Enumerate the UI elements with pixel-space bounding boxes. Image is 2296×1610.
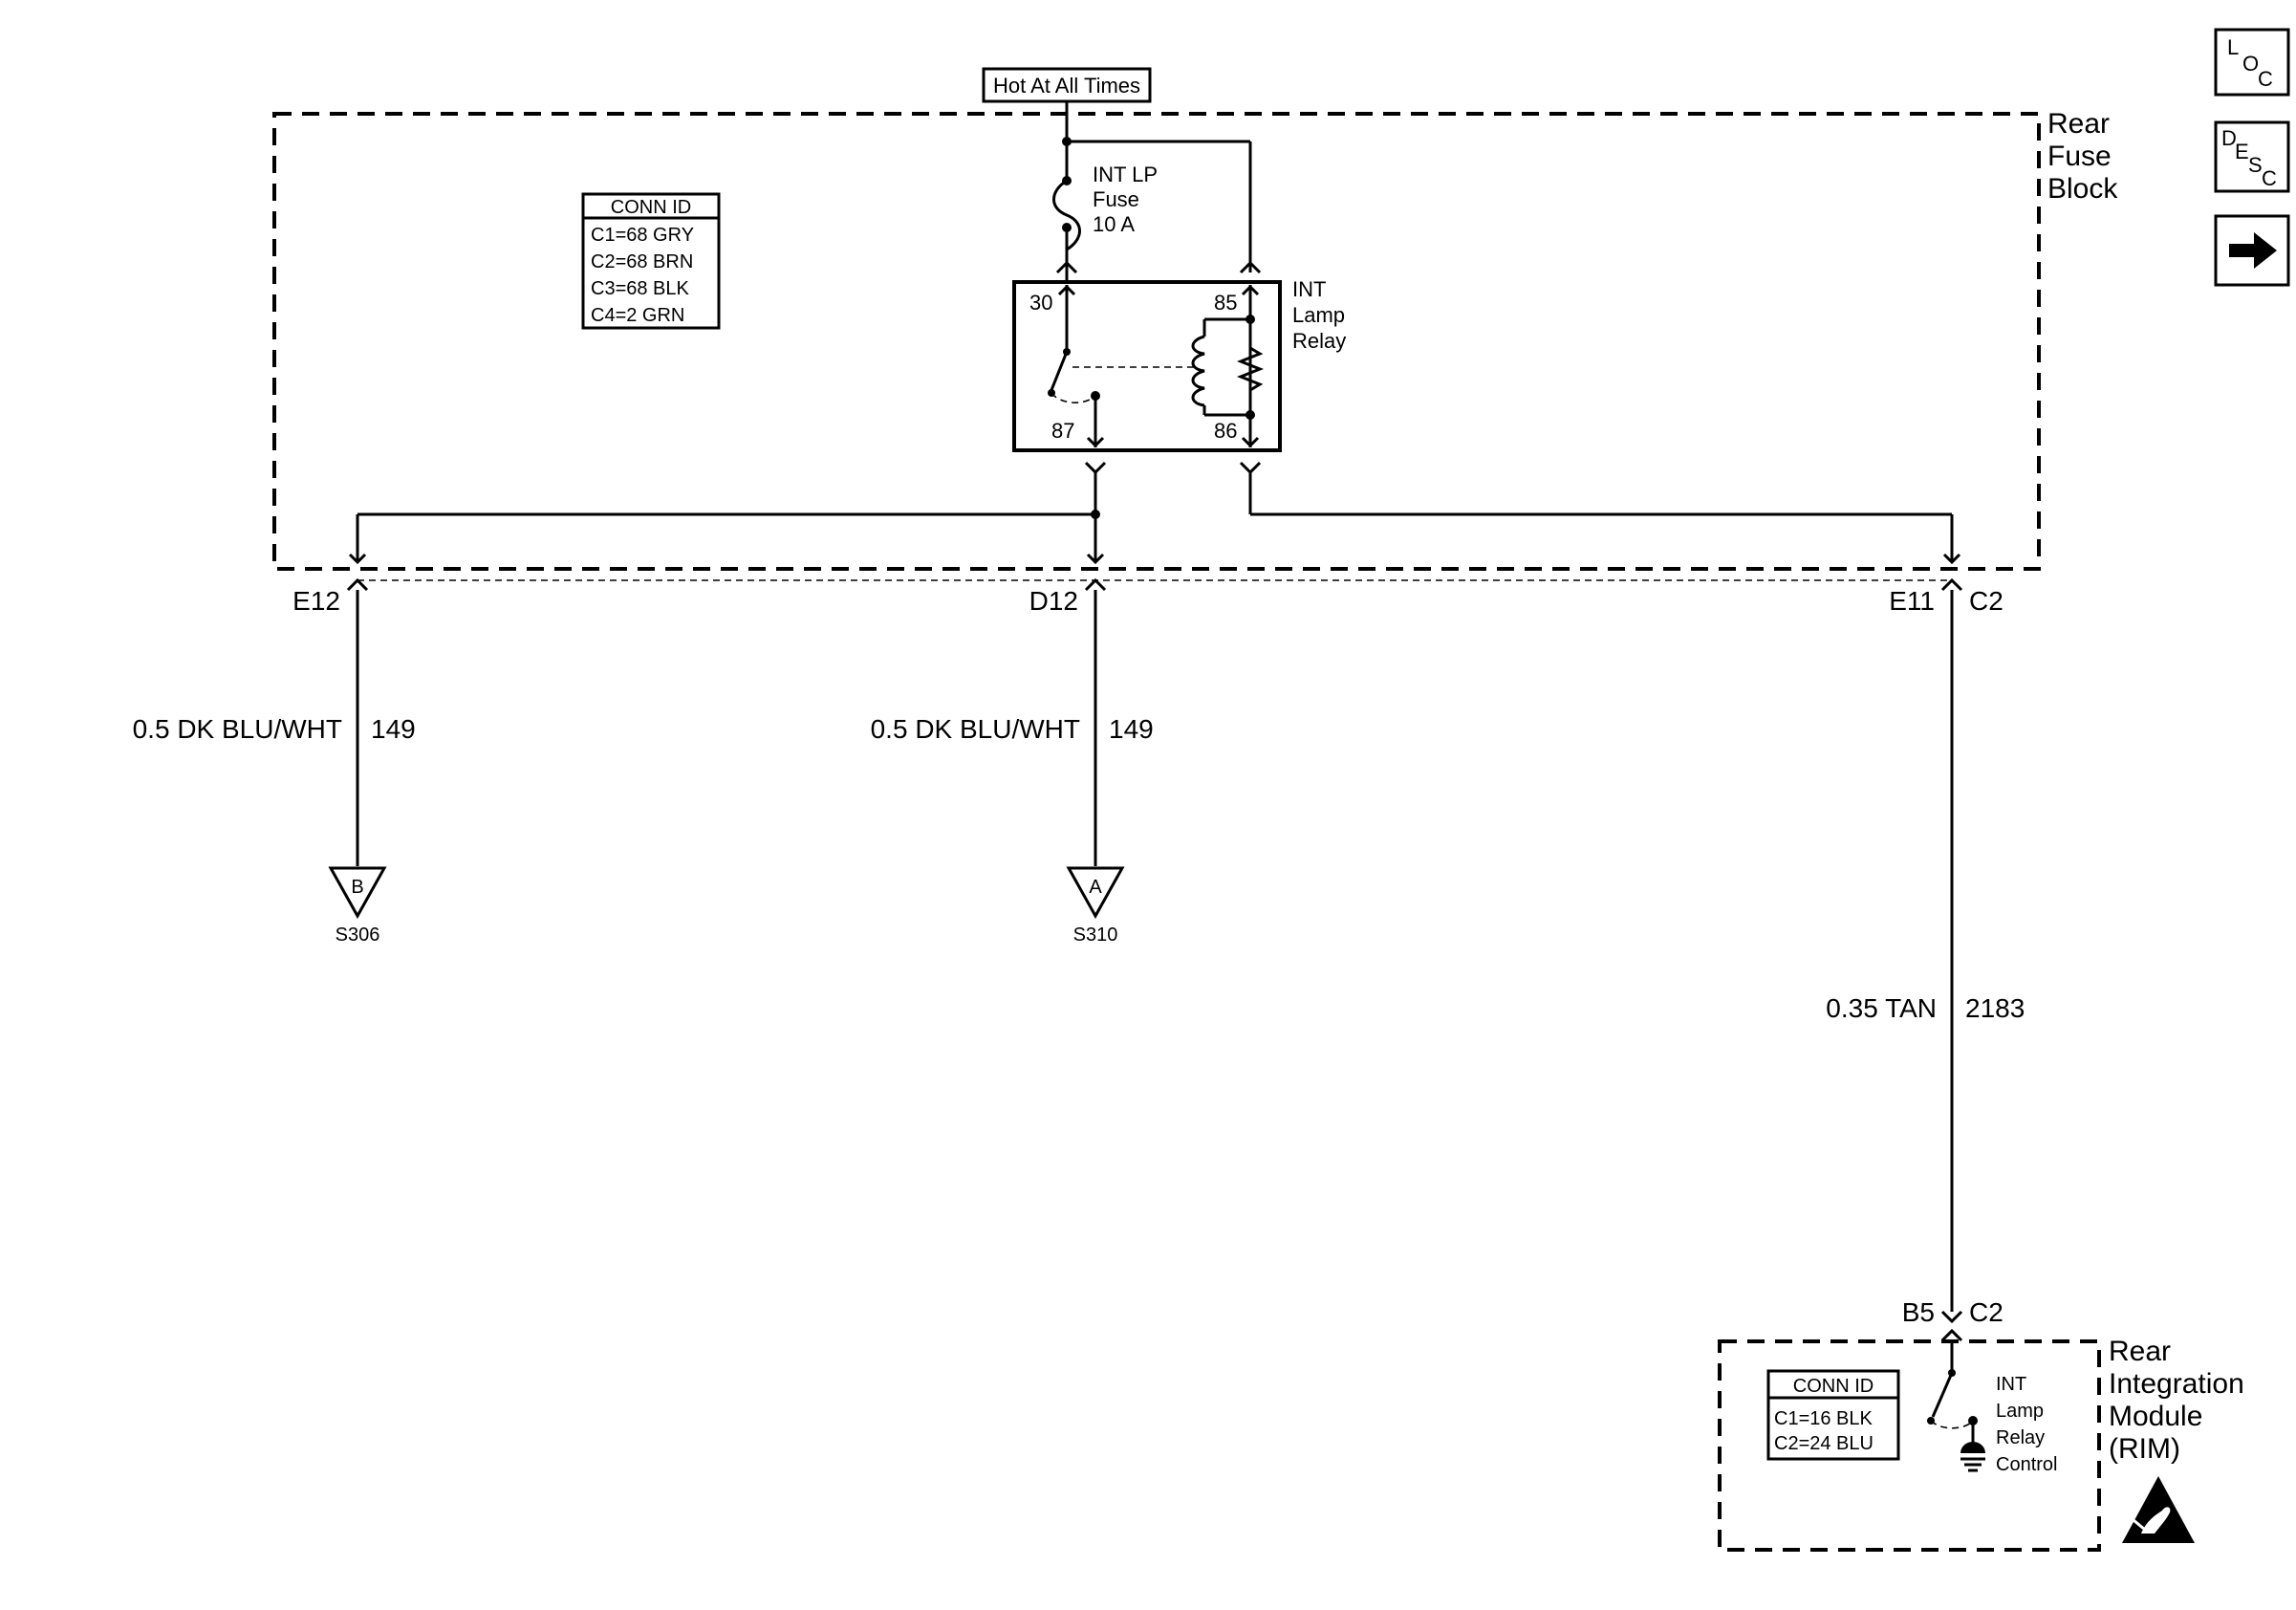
- next-button[interactable]: [2214, 214, 2290, 287]
- svg-text:Integration: Integration: [2109, 1368, 2244, 1400]
- splice-s310[interactable]: A S310: [1066, 866, 1125, 946]
- wire-circuit-label: 149: [371, 714, 416, 744]
- svg-text:D: D: [2221, 126, 2237, 150]
- svg-text:10 A: 10 A: [1093, 212, 1135, 236]
- right-arrow-icon: [2229, 232, 2277, 269]
- conn-id-title: CONN ID: [611, 197, 691, 218]
- svg-text:INT LP: INT LP: [1093, 163, 1158, 186]
- loc-button[interactable]: L O C: [2214, 28, 2290, 97]
- rear-fuse-block-name: Rear Fuse Block: [2047, 108, 2118, 205]
- connector-e12-label: E12: [292, 586, 340, 616]
- conn-id-title: CONN ID: [1793, 1376, 1874, 1397]
- svg-text:Fuse: Fuse: [2047, 141, 2112, 172]
- conn-id-row: C2=24 BLU: [1774, 1433, 1874, 1454]
- svg-text:Relay: Relay: [1996, 1427, 2045, 1448]
- rim-conn-id-table: CONN ID C1=16 BLK C2=24 BLU: [1766, 1369, 1900, 1461]
- conn-id-row: C2=68 BRN: [591, 251, 693, 272]
- relay-pin-85: 85: [1214, 291, 1237, 315]
- wire-149-center: 0.5 DK BLU/WHT 149: [871, 590, 1154, 866]
- rim-connector: B5 C2: [1902, 1297, 2004, 1342]
- hot-at-all-times-box: Hot At All Times: [982, 67, 1152, 103]
- wire-circuit-label: 149: [1109, 714, 1154, 744]
- svg-text:Control: Control: [1996, 1454, 2057, 1475]
- svg-text:Fuse: Fuse: [1093, 187, 1139, 211]
- svg-text:S: S: [2248, 153, 2263, 177]
- splice-id-label: S310: [1073, 925, 1118, 946]
- conn-id-row: C4=2 GRN: [591, 305, 684, 326]
- connector-e11-label: E11: [1889, 586, 1935, 616]
- wire-color-label: 0.5 DK BLU/WHT: [133, 714, 342, 744]
- relay-pin-30: 30: [1029, 291, 1052, 315]
- int-lamp-relay-name: INT Lamp Relay: [1292, 277, 1346, 353]
- connector-d12-label: D12: [1029, 586, 1078, 616]
- rim-relay-control-switch: [1927, 1340, 1985, 1472]
- fuse-block-conn-id-table: CONN ID C1=68 GRY C2=68 BRN C3=68 BLK C4…: [581, 192, 721, 330]
- svg-text:Module: Module: [2109, 1401, 2202, 1432]
- wire-color-label: 0.35 TAN: [1826, 993, 1937, 1023]
- connector-b5-label: B5: [1902, 1297, 1935, 1327]
- int-lamp-relay: 30 85 87 86: [1012, 272, 1282, 452]
- int-lp-fuse: INT LP Fuse 10 A: [1052, 163, 1158, 272]
- relay-input-connectors: [1055, 260, 1262, 274]
- svg-text:C: C: [2262, 166, 2277, 190]
- svg-text:Rear: Rear: [2109, 1336, 2171, 1367]
- relay-pin-86: 86: [1214, 419, 1237, 443]
- rim-control-label: INT Lamp Relay Control: [1996, 1374, 2057, 1475]
- conn-id-row: C1=16 BLK: [1774, 1408, 1874, 1429]
- relay-pin-87: 87: [1051, 419, 1074, 443]
- svg-text:Block: Block: [2047, 173, 2118, 205]
- wire-color-label: 0.5 DK BLU/WHT: [871, 714, 1080, 744]
- conn-id-row: C3=68 BLK: [591, 278, 690, 299]
- fuse-block-connectors: E12 D12 E11 C2: [292, 577, 2004, 616]
- svg-text:Rear: Rear: [2047, 108, 2110, 140]
- conn-id-row: C1=68 GRY: [591, 225, 694, 246]
- svg-text:C: C: [2258, 67, 2273, 91]
- wire-2183: 0.35 TAN 2183: [1826, 590, 2025, 1312]
- wire-149-left: 0.5 DK BLU/WHT 149: [133, 590, 416, 866]
- rim-name: Rear Integration Module (RIM): [2109, 1336, 2244, 1465]
- svg-text:L: L: [2227, 35, 2239, 59]
- svg-text:(RIM): (RIM): [2109, 1433, 2180, 1465]
- connector-c2-bottom-label: C2: [1969, 1297, 2004, 1327]
- splice-s306[interactable]: B S306: [328, 866, 387, 946]
- svg-text:O: O: [2242, 52, 2259, 76]
- feed-wires: [1062, 101, 1252, 272]
- svg-text:Relay: Relay: [1292, 329, 1346, 353]
- rim-outline: [1718, 1339, 2101, 1552]
- esd-warning-icon: [2122, 1476, 2195, 1543]
- relay-output-wires: [348, 461, 1961, 565]
- svg-text:Lamp: Lamp: [1292, 303, 1345, 327]
- svg-text:E: E: [2235, 140, 2249, 163]
- svg-text:INT: INT: [1996, 1374, 2026, 1395]
- desc-button[interactable]: D E S C: [2214, 120, 2290, 193]
- wire-circuit-label: 2183: [1965, 993, 2025, 1023]
- splice-id-label: S306: [336, 925, 380, 946]
- connector-c2-top-label: C2: [1969, 586, 2004, 616]
- svg-text:Lamp: Lamp: [1996, 1401, 2044, 1422]
- svg-text:INT: INT: [1292, 277, 1326, 301]
- hot-at-all-times-label: Hot At All Times: [993, 74, 1140, 98]
- splice-letter: A: [1089, 877, 1102, 898]
- splice-letter: B: [351, 877, 363, 898]
